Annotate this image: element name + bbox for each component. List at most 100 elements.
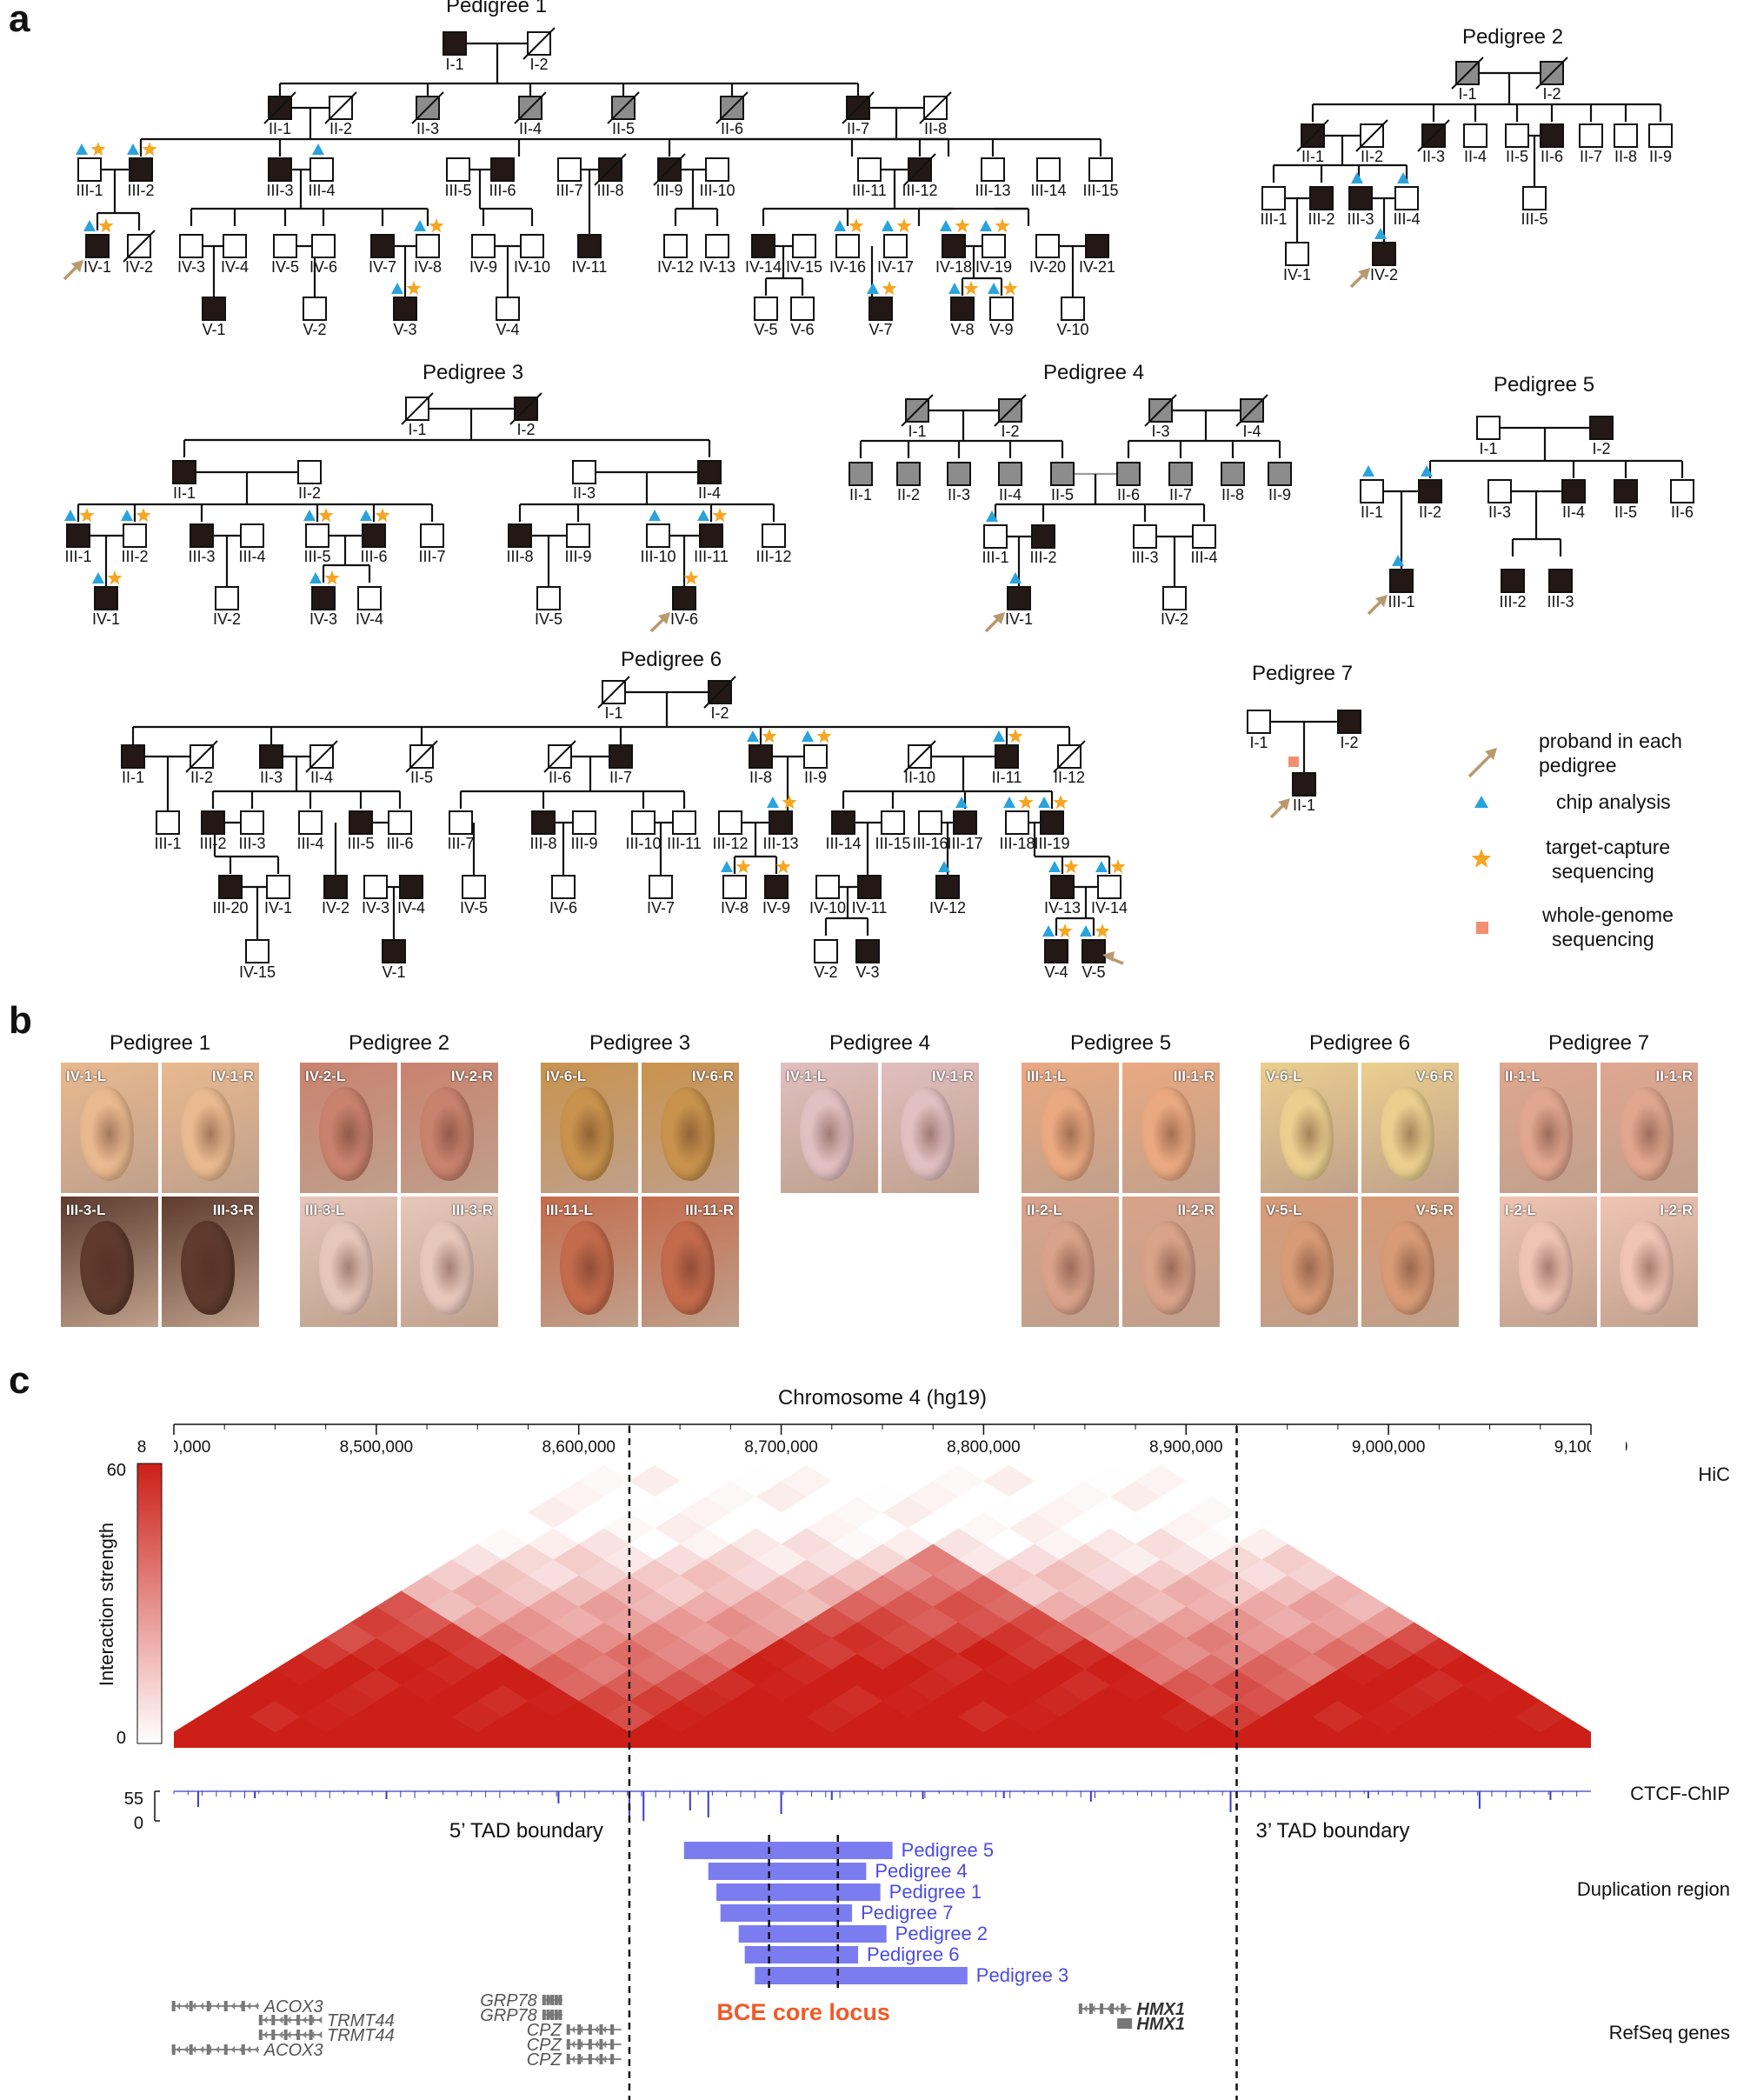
pedigree-individual [201, 810, 225, 835]
gene-exon [171, 2044, 176, 2055]
gene-label: CPZ [527, 2050, 562, 2070]
pedigree-individual [663, 234, 688, 258]
pedigree-individual [1061, 297, 1085, 321]
deceased-slash [411, 91, 444, 124]
pedigree-title: Pedigree 4 [1043, 361, 1144, 384]
ear-shape [661, 1087, 715, 1181]
chip-analysis-marker [649, 510, 661, 521]
target-capture-marker [1063, 859, 1079, 874]
individual-label: III-4 [296, 835, 323, 852]
pedigree-individual [1505, 123, 1529, 148]
pedigree-individual [1035, 234, 1060, 258]
chart-title: Chromosome 4 (hg19) [778, 1386, 987, 1410]
target-capture-marker [318, 508, 334, 523]
individual-label: IV-3 [309, 610, 337, 628]
pedigree-individual [769, 810, 793, 835]
pedigree-individual [1418, 479, 1442, 503]
strand-mark [303, 2030, 307, 2039]
individual-label: V-4 [496, 321, 519, 338]
individual-label: II-8 [1221, 486, 1244, 503]
pedigree-individual [363, 875, 388, 899]
strand-mark [1083, 2004, 1088, 2013]
photo-title: Pedigree 7 [1547, 1031, 1650, 1055]
gene-exon [296, 2015, 301, 2025]
photo-label: II-1-L [1505, 1068, 1541, 1084]
individual-label: IV-4 [221, 258, 249, 276]
duplication-bar [738, 1925, 887, 1943]
ear-shape [80, 1087, 134, 1181]
target-capture-marker [1057, 923, 1073, 938]
individual-label: II-4 [1464, 148, 1487, 165]
pedigree-individual [672, 586, 696, 610]
individual-label: III-19 [1034, 835, 1069, 852]
ear-photo: IV-1-R [162, 1063, 259, 1193]
individual-label: III-14 [1030, 182, 1066, 199]
duplication-bar [683, 1842, 893, 1859]
chip-analysis-marker [834, 220, 846, 231]
pedigree-individual [349, 810, 373, 835]
pedigree-individual [815, 875, 840, 899]
gene-exon [296, 2030, 301, 2040]
individual-label: I-2 [710, 704, 729, 722]
pedigree-individual [896, 462, 921, 486]
ear-shape [80, 1221, 134, 1315]
strand-mark [1091, 2004, 1095, 2013]
photo-label: V-5-L [1266, 1202, 1302, 1218]
pedigree-individual [1292, 772, 1316, 797]
individual-label: II-3 [948, 486, 970, 503]
photo-label: IV-2-L [305, 1068, 346, 1084]
deceased-slash [597, 676, 630, 709]
colorbar-max: 60 [107, 1461, 126, 1480]
pedigree-individual [94, 586, 118, 610]
individual-label: IV-4 [356, 610, 383, 628]
pedigree-individual [273, 234, 297, 258]
gene-exon [599, 2054, 603, 2064]
pedigree-individual [443, 31, 467, 56]
pedigree-individual [1337, 710, 1361, 734]
target-capture-marker [882, 281, 897, 296]
chip-analysis-marker [747, 730, 759, 742]
strand-mark [279, 2016, 283, 2024]
pedigree-individual [416, 234, 440, 258]
wgs-marker [1288, 757, 1299, 767]
gene-exon [546, 2010, 550, 2020]
individual-label: II-5 [1051, 486, 1074, 503]
pedigree-individual [883, 234, 908, 258]
individual-label: II-10 [904, 769, 935, 786]
strand-mark [183, 2045, 189, 2054]
individual-label: II-5 [410, 769, 433, 786]
pedigree-individual [1050, 462, 1075, 486]
pedigree-individual [202, 297, 226, 321]
individual-label: II-5 [1506, 148, 1528, 165]
pedigree-individual [705, 234, 729, 258]
target-capture-marker [683, 570, 699, 585]
gene-exon [588, 2039, 592, 2050]
pedigree-individual [388, 810, 412, 835]
gene-track: ACOX3TRMT44TRMT44ACOX3GRP78GRP78CPZCPZCP… [171, 1991, 1185, 2070]
individual-label: III-3 [238, 835, 265, 852]
gene-exon [206, 2001, 210, 2011]
heatmap-cell [1084, 1464, 1136, 1497]
individual-label: IV-11 [572, 258, 608, 276]
ear-photo: III-3-R [162, 1197, 259, 1327]
gene-exon [550, 2010, 555, 2020]
strand-mark [303, 2016, 307, 2024]
target-capture-marker [375, 508, 390, 523]
target-capture-marker [406, 281, 422, 296]
hic-chart: Chromosome 4 (hg19)8,400,0008,500,0008,6… [96, 1386, 1730, 2100]
tad-boundary-label: 5’ TAD boundary [449, 1819, 603, 1843]
deceased-slash [1417, 119, 1450, 152]
pedigree-individual [1097, 875, 1121, 899]
individual-label: IV-1 [264, 899, 292, 917]
individual-label: I-1 [445, 56, 463, 73]
pedigree-individual [1522, 186, 1547, 210]
pedigree-individual [849, 462, 873, 486]
strand-mark [571, 2055, 576, 2063]
pedigree-title: Pedigree 5 [1494, 373, 1594, 397]
chip-analysis-marker [1474, 796, 1488, 808]
proband-arrow-head [993, 612, 1005, 624]
gene-exon [542, 2010, 546, 2020]
individual-label: IV-15 [239, 963, 276, 981]
individual-label: II-6 [721, 120, 743, 137]
